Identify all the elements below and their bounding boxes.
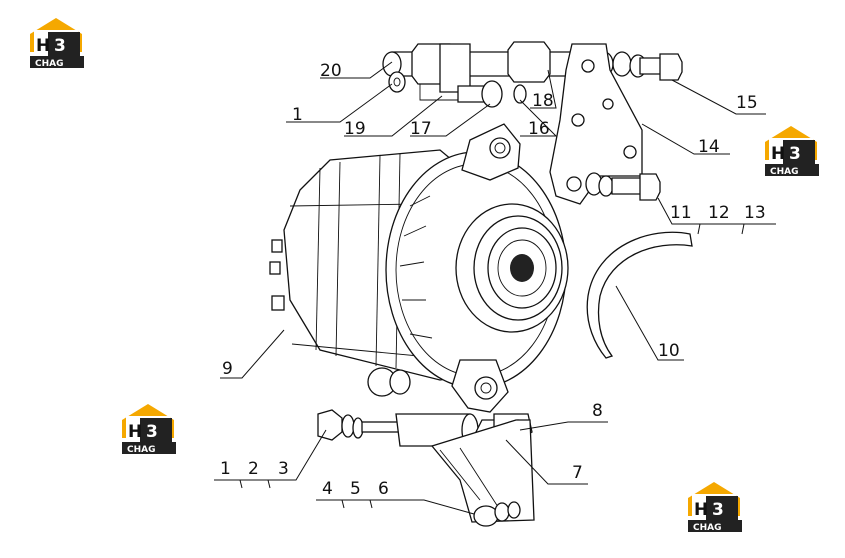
callout-19: 19 (344, 119, 366, 139)
callout-6: 6 (378, 479, 389, 499)
svg-text:CHAG: CHAG (770, 167, 799, 177)
svg-text:CHAG: CHAG (693, 523, 722, 533)
callout-15: 15 (736, 93, 758, 113)
svg-text:H: H (128, 422, 142, 442)
callout-13: 13 (744, 203, 766, 223)
svg-text:H: H (771, 144, 785, 164)
callout-14: 14 (698, 137, 720, 157)
callout-2: 2 (248, 459, 259, 479)
callout-11: 11 (670, 203, 692, 223)
svg-text:3: 3 (146, 422, 158, 442)
callout-16: 16 (528, 119, 550, 139)
callout-18: 18 (532, 91, 554, 111)
callout-labels: 20 1 19 17 18 16 15 14 11 12 13 10 9 8 7… (220, 61, 766, 499)
svg-text:H: H (694, 500, 708, 520)
brand-logo-right: H 3 CHAG (765, 126, 819, 177)
callout-10: 10 (658, 341, 680, 361)
mounting-bracket-14 (549, 43, 661, 205)
brand-logo-bottom-right: H 3 CHAG (688, 482, 742, 533)
alternator-body (269, 123, 569, 413)
brand-logo-bottom-left: H 3 CHAG (122, 404, 176, 455)
svg-text:3: 3 (712, 500, 724, 520)
callout-20: 20 (320, 61, 342, 81)
callout-7: 7 (572, 463, 583, 483)
svg-text:CHAG: CHAG (127, 445, 156, 455)
callout-5: 5 (350, 479, 361, 499)
lower-tension-assembly (317, 409, 535, 527)
callout-9: 9 (222, 359, 233, 379)
callout-17: 17 (410, 119, 432, 139)
leader-lines (214, 61, 776, 515)
svg-text:3: 3 (789, 144, 801, 164)
belt-guard-10 (586, 231, 693, 359)
logo-mark-text: H (36, 36, 50, 56)
callout-12: 12 (708, 203, 730, 223)
callout-1-top: 1 (292, 105, 303, 125)
callout-1-bottom: 1 (220, 459, 231, 479)
callout-3: 3 (278, 459, 289, 479)
callout-4: 4 (322, 479, 333, 499)
brand-logo-top-left: H 3 CHAG (30, 18, 84, 69)
svg-text:3: 3 (54, 36, 66, 56)
logo-caption-text: CHAG (35, 59, 64, 69)
callout-8: 8 (592, 401, 603, 421)
